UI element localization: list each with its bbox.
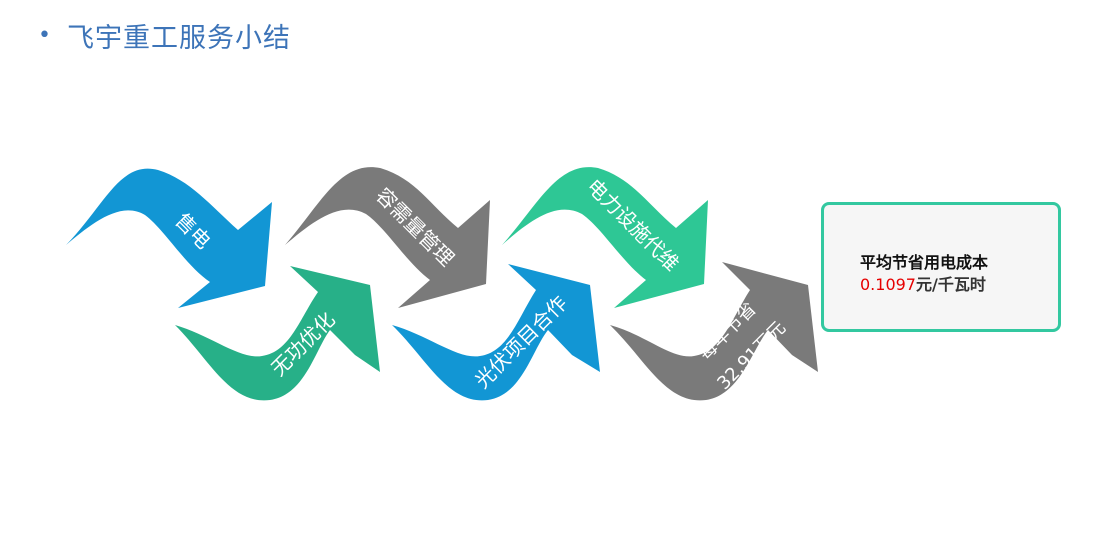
result-value-row: 0.1097元/千瓦时 (860, 271, 986, 295)
step-arrow-1: 售电 (66, 168, 272, 308)
bullet-icon: • (38, 22, 51, 48)
result-value: 0.1097 (860, 275, 916, 294)
title-row: • 飞宇重工服务小结 (38, 16, 291, 55)
result-box: 平均节省用电成本 0.1097元/千瓦时 (821, 202, 1061, 332)
arrow-shape-2 (175, 266, 380, 401)
result-unit: 元/千瓦时 (915, 275, 986, 294)
page-title: 飞宇重工服务小结 (66, 23, 291, 54)
arrow-shape-6 (610, 262, 818, 401)
result-title: 平均节省用电成本 (860, 253, 989, 272)
step-label-4: 光伏项目合作 (470, 291, 572, 393)
arrow-shape-3 (285, 167, 490, 308)
arrow-shape-1 (66, 168, 272, 308)
step-arrow-6: 每年节省 32.91万元 (610, 262, 818, 401)
step-arrow-4: 光伏项目合作 (392, 264, 600, 401)
arrow-shape-5 (502, 167, 708, 308)
arrow-shape-4 (392, 264, 600, 401)
